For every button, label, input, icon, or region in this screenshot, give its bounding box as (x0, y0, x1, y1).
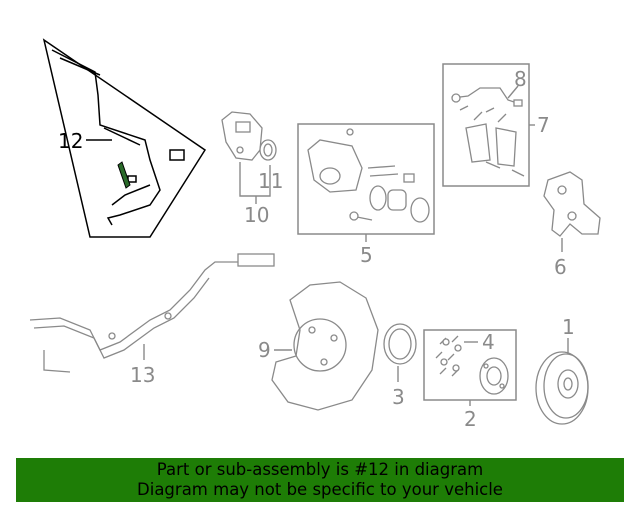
callout-12: 12 (58, 129, 83, 153)
part-12-hose-line-2 (59, 57, 141, 146)
part-10-port (235, 121, 251, 133)
part-12-hose-line-3 (111, 184, 151, 206)
part-7-brake-pads[interactable] (459, 105, 525, 177)
part-9-center-hole (293, 318, 347, 372)
part-5-piston (387, 189, 407, 211)
info-banner: Part or sub-assembly is #12 in diagram D… (16, 458, 624, 502)
part-6-caliper-bracket[interactable] (543, 171, 601, 237)
part-12-clip (127, 175, 137, 183)
part-12-bracket (117, 161, 131, 189)
part-4-stud-3 (440, 358, 448, 366)
part-13-sensor-lead (43, 350, 71, 373)
part-9-hole-3 (320, 358, 328, 366)
part-3-seal[interactable] (383, 323, 417, 365)
callout-4: 4 (482, 330, 495, 354)
part-10-caliper-piece[interactable] (221, 111, 263, 161)
part-9-shield-body (271, 281, 379, 411)
callout-11: 11 (258, 169, 283, 193)
callout-13: 13 (130, 363, 155, 387)
part-11-ring-inner (263, 143, 273, 157)
part-5-piston-bore (319, 167, 341, 185)
part-7-pad-left (465, 123, 491, 163)
part-8-sensor-plug (451, 93, 461, 103)
part-5-guide-pins (367, 165, 399, 177)
callout-5: 5 (360, 243, 373, 267)
callout-9: 9 (258, 338, 271, 362)
part-13-clip-1 (108, 332, 116, 340)
part-12-outline (42, 38, 207, 238)
part-6-body (543, 171, 601, 237)
part-2-hub-assembly[interactable] (479, 357, 509, 395)
callout-3: 3 (392, 385, 405, 409)
callout-10-11-bracket (239, 162, 271, 197)
part-7-clips (473, 111, 507, 123)
part-2-hub-hole-1 (483, 363, 489, 369)
part-6-bolt-hole-2 (567, 211, 577, 221)
part-8-sensor-wire (451, 87, 521, 105)
part-12-brake-hose[interactable] (42, 38, 207, 238)
part-6-bolt-hole-1 (557, 185, 567, 195)
part-7-hardware (485, 161, 525, 177)
part-7-shims (459, 105, 495, 113)
part-5-bolt-head (349, 211, 359, 221)
callout-1: 1 (562, 315, 575, 339)
part-4-stud-4 (452, 364, 460, 372)
part-3-ring-inner (388, 328, 412, 360)
part-13-harness-main (29, 261, 272, 351)
part-13-harness-inner (33, 277, 210, 359)
part-12-hose-line (51, 49, 161, 226)
part-5-cap (403, 173, 415, 183)
part-11-seal-ring[interactable] (259, 139, 277, 161)
part-1-rotor-face (543, 353, 589, 419)
part-2-hub-center (486, 366, 502, 386)
part-5-caliper-assembly[interactable] (307, 128, 430, 223)
part-12-connector (169, 149, 185, 161)
part-13-abs-harness[interactable] (29, 253, 275, 373)
part-13-clip-2 (164, 312, 172, 320)
part-10-bolt (236, 146, 244, 154)
part-4-stud-2 (454, 344, 462, 352)
callout-6: 6 (554, 255, 567, 279)
part-8-sensor-tip (513, 99, 523, 107)
part-5-boot (410, 197, 430, 223)
part-1-rotor-center (563, 377, 573, 391)
part-9-hole-1 (308, 326, 316, 334)
part-2-hub-hole-2 (499, 383, 505, 389)
banner-line-1: Part or sub-assembly is #12 in diagram (156, 460, 484, 479)
part-7-pad-right (495, 127, 517, 167)
callout-7: 7 (537, 113, 550, 137)
callout-2: 2 (464, 407, 477, 431)
part-5-seal (369, 185, 387, 211)
part-9-hole-2 (330, 334, 338, 342)
banner-line-2: Diagram may not be specific to your vehi… (137, 480, 503, 499)
part-13-connector (237, 253, 275, 267)
part-4-wheel-studs[interactable] (435, 335, 462, 377)
part-1-rotor[interactable] (535, 351, 589, 425)
callout-8-leader (507, 85, 519, 99)
part-5-bleeder (346, 128, 354, 136)
callout-10: 10 (244, 203, 269, 227)
part-9-splash-shield[interactable] (271, 281, 379, 411)
callout-8: 8 (514, 67, 527, 91)
parts-diagram: 12 10 11 5 8 (29, 38, 601, 431)
part-4-stud-1 (442, 338, 450, 346)
part-5-caliper-body (307, 139, 363, 193)
part-8-wear-sensor[interactable] (451, 87, 523, 107)
